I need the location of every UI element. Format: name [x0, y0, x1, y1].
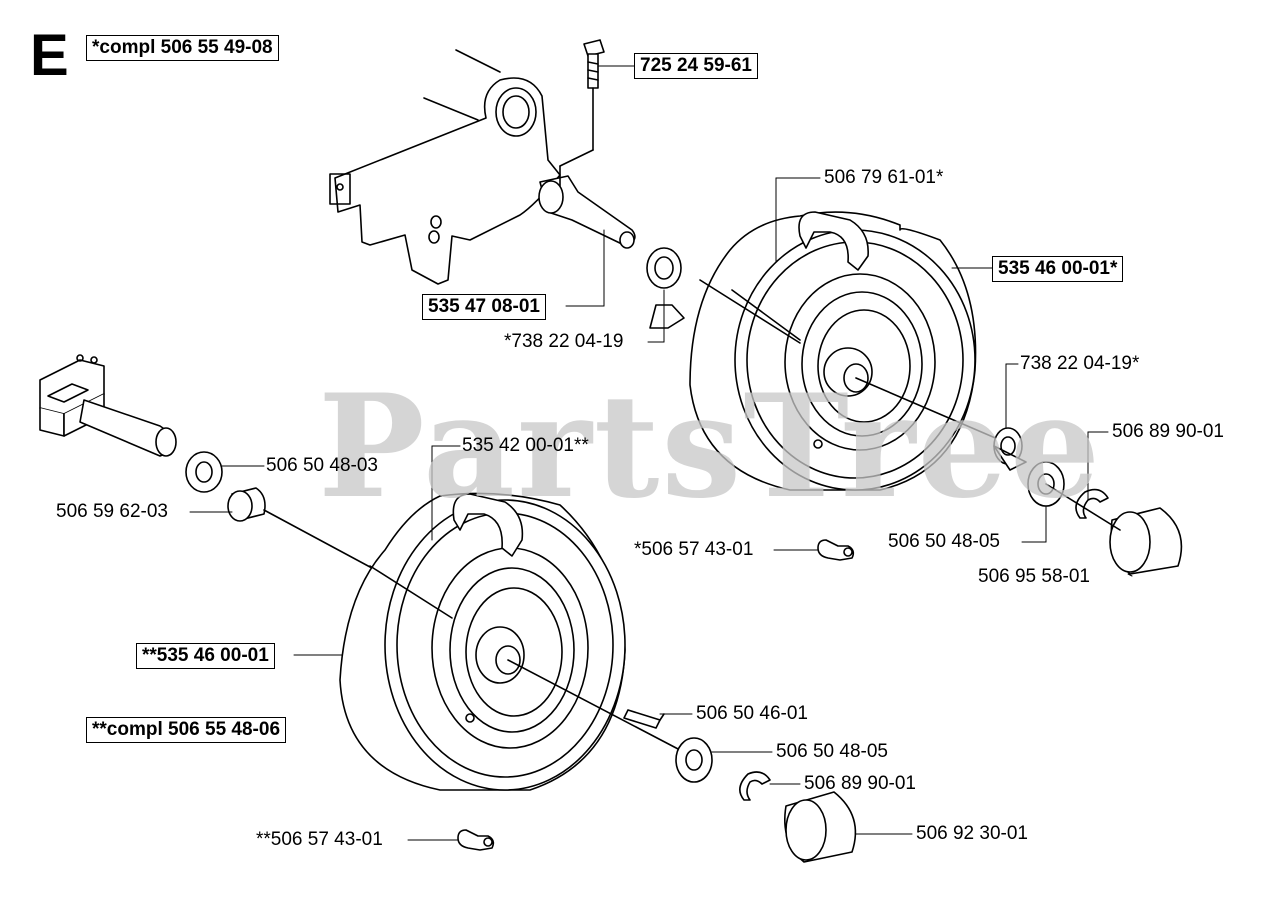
wheel-bottom-outline-label[interactable]: 535 42 00-01**	[462, 435, 589, 456]
wheel-top-outline-label[interactable]: 506 79 61-01*	[824, 167, 944, 188]
cap-top-label[interactable]: 506 95 58-01	[978, 566, 1090, 587]
pin-bottom-label[interactable]: **506 57 43-01	[256, 829, 383, 850]
section-letter: E	[30, 23, 69, 88]
clip-top-label[interactable]: 506 89 90-01	[1112, 421, 1224, 442]
bracket-plate	[329, 49, 561, 285]
compl-top-label[interactable]: *compl 506 55 49-08	[86, 35, 279, 61]
watermark-text: PartsTree	[318, 364, 1103, 530]
lower-wheel-hardware	[623, 709, 857, 863]
key-label[interactable]: 506 50 46-01	[696, 703, 808, 724]
wheel-top-box-label[interactable]: 535 46 00-01*	[992, 256, 1124, 282]
upper-axle	[538, 175, 636, 249]
compl-bottom-label[interactable]: **compl 506 55 48-06	[86, 717, 287, 743]
pin-top-label[interactable]: *506 57 43-01	[634, 539, 754, 560]
leader-lines	[189, 65, 1133, 841]
spacer-left-label[interactable]: 506 59 62-03	[56, 501, 168, 522]
bolt	[559, 39, 605, 187]
axle-top-label[interactable]: 535 47 08-01	[422, 294, 546, 320]
washer-top-label[interactable]: 506 50 48-05	[888, 531, 1000, 552]
pin-top	[817, 539, 855, 561]
wheel-bottom-box-label[interactable]: **535 46 00-01	[136, 643, 275, 669]
upper-wheel-hardware	[855, 377, 1183, 575]
lower-axle	[39, 354, 451, 611]
washer-left-label[interactable]: 506 50 48-03	[266, 455, 378, 476]
clip-bottom-label[interactable]: 506 89 90-01	[804, 773, 916, 794]
bolt-label[interactable]: 725 24 59-61	[634, 53, 758, 79]
lower-wheel	[339, 492, 681, 791]
bearing-top-left	[646, 247, 685, 329]
washer-bottom-label[interactable]: 506 50 48-05	[776, 741, 888, 762]
bearing-top-right-label[interactable]: 738 22 04-19*	[1020, 353, 1140, 374]
bearing-top-left-label[interactable]: *738 22 04-19	[504, 331, 624, 352]
cap-bottom-label[interactable]: 506 92 30-01	[916, 823, 1028, 844]
upper-wheel	[689, 211, 977, 491]
pin-bottom	[457, 829, 495, 851]
